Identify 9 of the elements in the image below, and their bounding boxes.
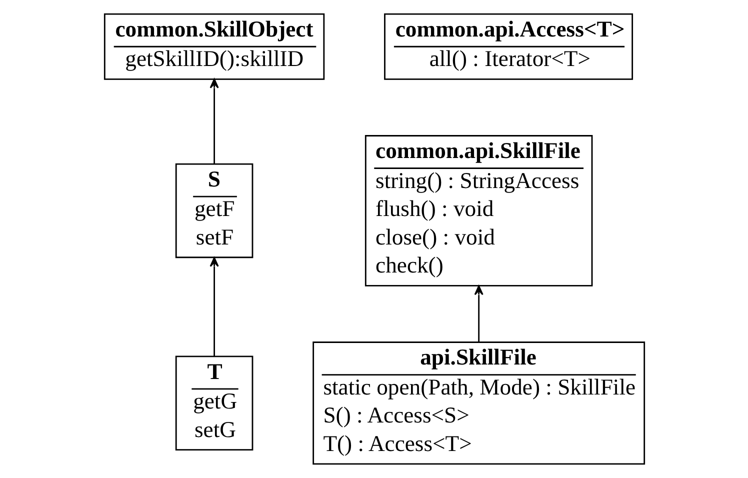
node-box: api.SkillFile static open(Path, Mode) : SkillFile S() : Access<S> T() : Access<T> [312, 342, 645, 465]
node-box: common.SkillObject getSkillID():skillID [103, 13, 324, 80]
arrow [209, 257, 218, 356]
arrow [209, 78, 218, 164]
node-box: S getF setF [174, 163, 253, 258]
node-box: common.api.SkillFile string() : StringAccess flush() : void close() : void check() [364, 135, 592, 286]
node-box: common.api.Access<T> all() : Iterator<T> [384, 13, 633, 80]
arrow [474, 285, 483, 342]
node-box: T getG setG [174, 356, 253, 450]
